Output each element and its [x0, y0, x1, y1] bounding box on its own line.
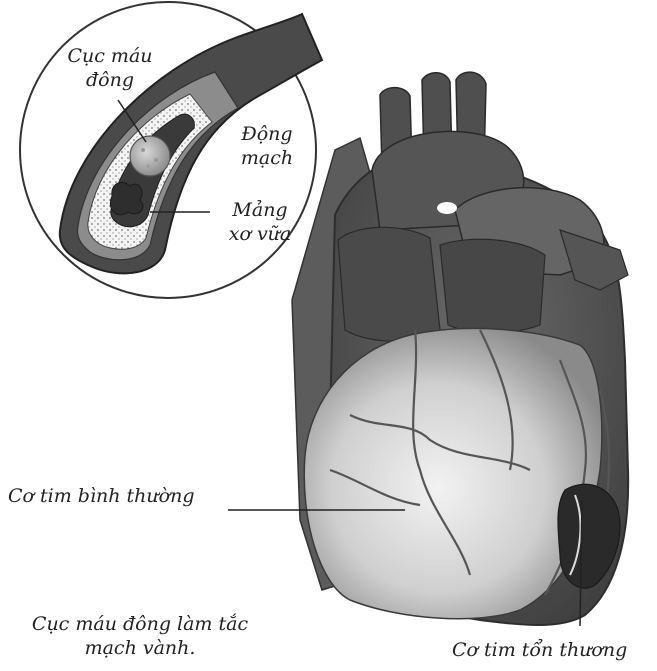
caption-line-2: mạch vành. [10, 636, 270, 660]
plaque-label: Mảng xơ vữa [200, 198, 320, 246]
heart-illustration [292, 72, 628, 625]
plaque-mass [110, 182, 143, 214]
artery-label: Động mạch [212, 122, 322, 170]
healthy-muscle-area [304, 328, 602, 618]
figure-caption: Cục máu đông làm tắc mạch vành. [10, 612, 270, 660]
plaque-label-line-1: Mảng [200, 198, 320, 222]
normal-muscle-label: Cơ tim bình thường [8, 484, 194, 508]
plaque-label-line-2: xơ vữa [200, 222, 320, 246]
artery-label-line-2: mạch [212, 146, 322, 170]
clot-label-line-1: Cục máu [40, 44, 180, 68]
artery-label-line-1: Động [212, 122, 322, 146]
blood-clot [130, 136, 170, 176]
clot-label: Cục máu đông [40, 44, 180, 92]
damaged-muscle-label: Cơ tim tổn thương [452, 638, 627, 662]
clot-label-line-2: đông [40, 68, 180, 92]
caption-line-1: Cục máu đông làm tắc [10, 612, 270, 636]
